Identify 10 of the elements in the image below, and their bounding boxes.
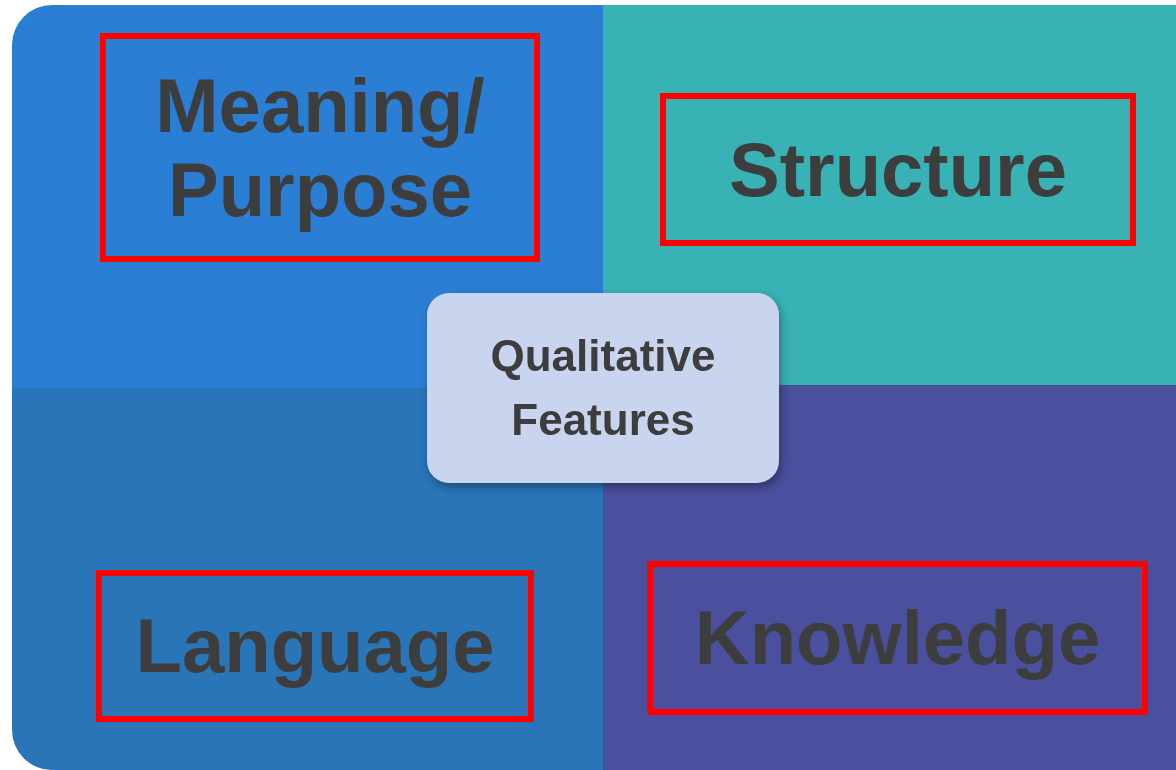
heading-text: Structure <box>729 127 1067 212</box>
heading-text: Language <box>135 604 495 688</box>
heading-text: Meaning/ Purpose <box>154 63 486 232</box>
center-label: Qualitative Features <box>489 330 717 446</box>
outlined-label-box <box>660 93 1136 246</box>
outlined-label-box <box>647 561 1148 715</box>
outlined-label-box <box>100 33 540 262</box>
outlined-label-box <box>96 570 534 722</box>
heading-text: Knowledge <box>694 596 1101 680</box>
center-box <box>427 293 779 483</box>
